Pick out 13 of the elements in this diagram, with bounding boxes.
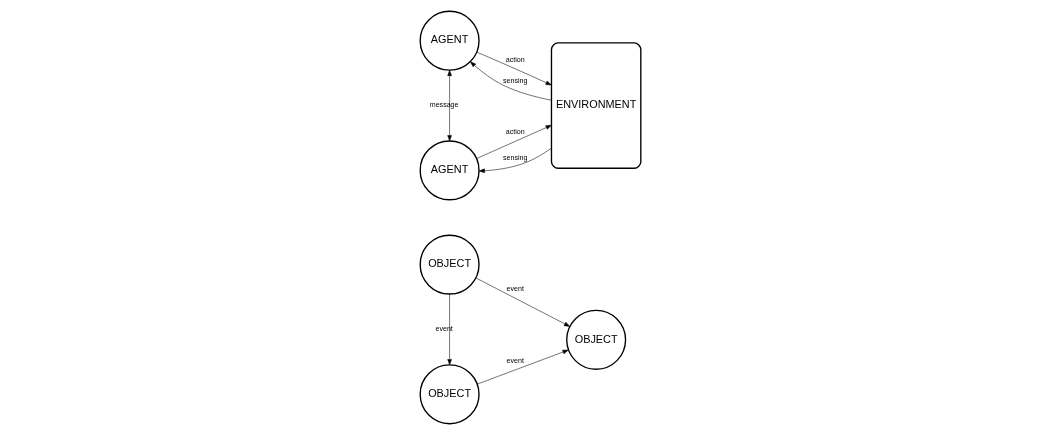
arrow xyxy=(476,51,552,85)
arrow xyxy=(446,69,452,141)
node-circle: OBJECT xyxy=(419,363,480,424)
arrow xyxy=(469,60,552,100)
arrow xyxy=(475,124,552,159)
arrow xyxy=(446,293,452,365)
node-circle: OBJECT xyxy=(419,234,480,295)
arrow xyxy=(476,349,569,384)
arrow xyxy=(478,147,552,173)
node-box: ENVIRONMENT xyxy=(550,41,641,169)
arrow xyxy=(475,277,570,327)
node-circle: AGENT xyxy=(419,10,480,71)
node-circle: AGENT xyxy=(419,139,480,200)
